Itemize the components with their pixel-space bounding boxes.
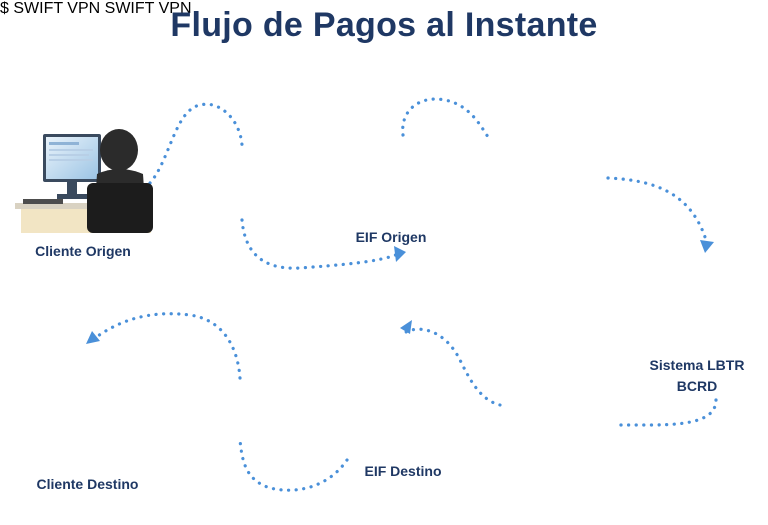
eif-destino-label: EIF Destino bbox=[364, 463, 442, 479]
swift-label: SWIFT bbox=[104, 0, 155, 17]
sistema-lbtr-label: Sistema LBTR bbox=[649, 357, 745, 373]
bcrd-label: BCRD bbox=[676, 378, 718, 394]
cliente-destino-label: Cliente Destino bbox=[36, 476, 139, 492]
bank-dollar-icon: $ bbox=[0, 0, 9, 17]
vpn-label: VPN bbox=[67, 0, 101, 17]
flow-connectors bbox=[86, 97, 718, 492]
computer-user-icon bbox=[15, 129, 153, 233]
swift-label: SWIFT bbox=[13, 0, 63, 17]
eif-origen-label: EIF Origen bbox=[355, 229, 427, 245]
cliente-origen-label: Cliente Origen bbox=[35, 243, 131, 259]
swift-vpn-cloud-icon: SWIFT VPN bbox=[105, 0, 192, 17]
page-title: Flujo de Pagos al Instante bbox=[170, 6, 598, 44]
swift-vpn-cloud-icon: SWIFT VPN bbox=[13, 0, 104, 17]
vpn-label: VPN bbox=[158, 0, 192, 17]
